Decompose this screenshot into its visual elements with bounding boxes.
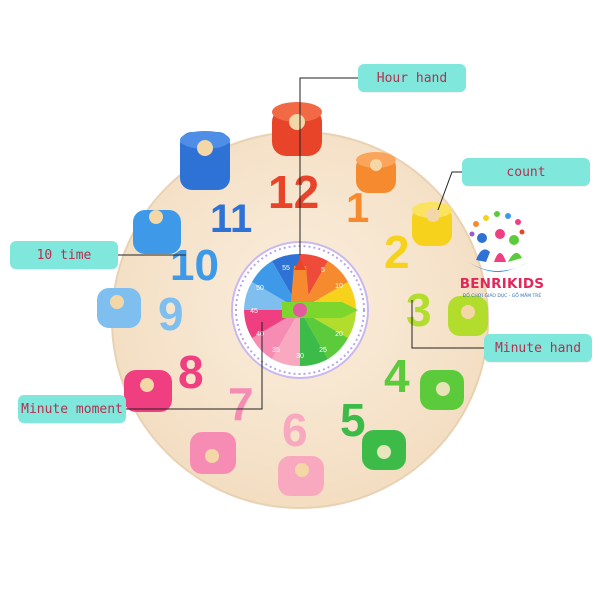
hour-number-9: 9	[158, 288, 184, 340]
hour-number-3: 3	[406, 284, 432, 336]
hour-number-12: 12	[268, 166, 319, 218]
callout-minute-hand: Minute hand	[484, 334, 592, 362]
hands-center-peg	[293, 303, 307, 317]
minute-mark-20: 20	[335, 331, 343, 338]
hour-number-11: 11	[210, 197, 252, 241]
minute-mark-5: 5	[321, 267, 325, 274]
minute-mark-35: 35	[272, 347, 280, 354]
minute-mark-10: 10	[335, 283, 343, 290]
minute-mark-25: 25	[319, 347, 327, 354]
minute-mark-55: 55	[282, 265, 290, 272]
minute-mark-50: 50	[256, 285, 264, 292]
callout-leaders	[118, 77, 484, 410]
callout-minute-moment: Minute moment	[18, 395, 126, 423]
brand-tagline: ĐỒ CHƠI GIÁO DỤC - GỖ MẦM TRẺ	[462, 294, 542, 299]
minute-mark-40: 40	[256, 331, 264, 338]
clock-hands	[282, 258, 358, 318]
minute-mark-45: 45	[250, 308, 258, 315]
hour-number-1: 1	[346, 184, 369, 231]
callout-count: count	[462, 158, 590, 186]
brand-name: BENRIKIDS	[459, 276, 545, 292]
hour-number-4: 4	[384, 350, 410, 402]
callout-ten-time: 10 time	[10, 241, 118, 269]
hour-number-2: 2	[384, 226, 410, 278]
minute-mark-30: 30	[296, 353, 304, 360]
hour-number-10: 10	[170, 241, 219, 290]
peg-stacks	[97, 102, 488, 496]
hour-number-7: 7	[228, 378, 254, 430]
callout-hour-hand: Hour hand	[358, 64, 466, 92]
hour-hand	[290, 266, 310, 312]
hour-number-8: 8	[178, 346, 204, 398]
hour-number-6: 6	[282, 404, 308, 456]
benrikids-logo-mark	[468, 211, 528, 272]
minute-dial: 55 5 10 15 20 25 30 35 40 45 50	[231, 241, 369, 379]
hour-number-5: 5	[340, 394, 366, 446]
